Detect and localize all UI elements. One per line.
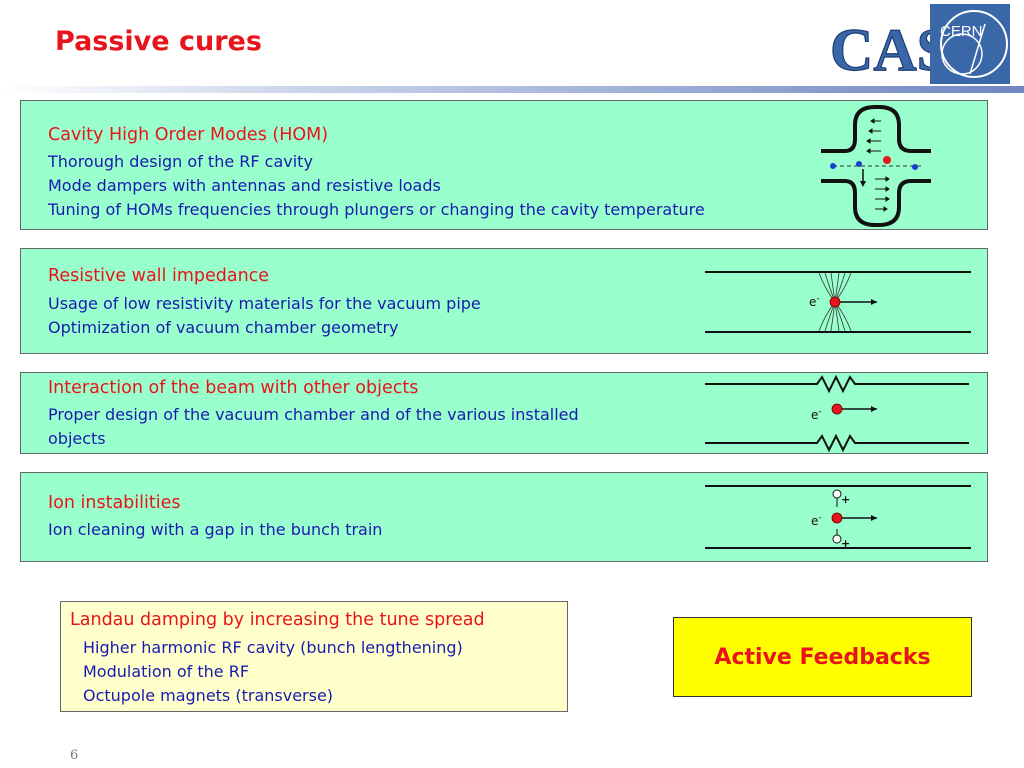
svg-text:+: + [841, 537, 850, 550]
panel-resistive-wall: Resistive wall impedance Usage of low re… [20, 248, 988, 354]
panel-line: Optimization of vacuum chamber geometry [48, 318, 399, 337]
ion-diagram: + e- + [705, 485, 971, 550]
panel-line: Proper design of the vacuum chamber and … [48, 405, 579, 424]
landau-line: Higher harmonic RF cavity (bunch lengthe… [83, 638, 463, 657]
cern-logo: CERN [930, 4, 1010, 84]
landau-heading: Landau damping by increasing the tune sp… [70, 610, 485, 630]
panel-heading: Interaction of the beam with other objec… [48, 378, 419, 398]
panel-line: Mode dampers with antennas and resistive… [48, 176, 441, 195]
slide-title: Passive cures [55, 26, 262, 57]
active-feedbacks-box: Active Feedbacks [673, 617, 972, 697]
landau-line: Octupole magnets (transverse) [83, 686, 334, 705]
cern-logo-text: CERN [940, 23, 983, 40]
obstacle-diagram: e- [705, 374, 969, 453]
cas-logo: CAS [829, 16, 930, 83]
svg-text:e-: e- [811, 513, 822, 528]
title-divider [0, 86, 1024, 93]
panel-heading: Cavity High Order Modes (HOM) [48, 125, 329, 145]
rf-cavity-diagram [821, 105, 931, 227]
panel-line: Thorough design of the RF cavity [48, 152, 313, 171]
panel-ion-instabilities: Ion instabilities Ion cleaning with a ga… [20, 472, 988, 562]
panel-cavity-hom: Cavity High Order Modes (HOM) Thorough d… [20, 100, 988, 230]
svg-text:e-: e- [811, 407, 822, 422]
panel-objects: Interaction of the beam with other objec… [20, 372, 988, 454]
resistive-wall-diagram: e- [705, 271, 971, 333]
panel-line: Ion cleaning with a gap in the bunch tra… [48, 520, 383, 539]
panel-line: objects [48, 429, 106, 448]
panel-heading: Resistive wall impedance [48, 266, 270, 286]
cas-logo-text: CAS [830, 17, 930, 83]
panel-line: Tuning of HOMs frequencies through plung… [48, 200, 705, 219]
panel-line: Usage of low resistivity materials for t… [48, 294, 481, 313]
landau-line: Modulation of the RF [83, 662, 250, 681]
svg-text:e-: e- [809, 294, 820, 309]
page-number: 6 [70, 748, 79, 763]
svg-text:+: + [841, 493, 850, 506]
landau-damping-box: Landau damping by increasing the tune sp… [60, 601, 568, 712]
panel-heading: Ion instabilities [48, 493, 181, 513]
